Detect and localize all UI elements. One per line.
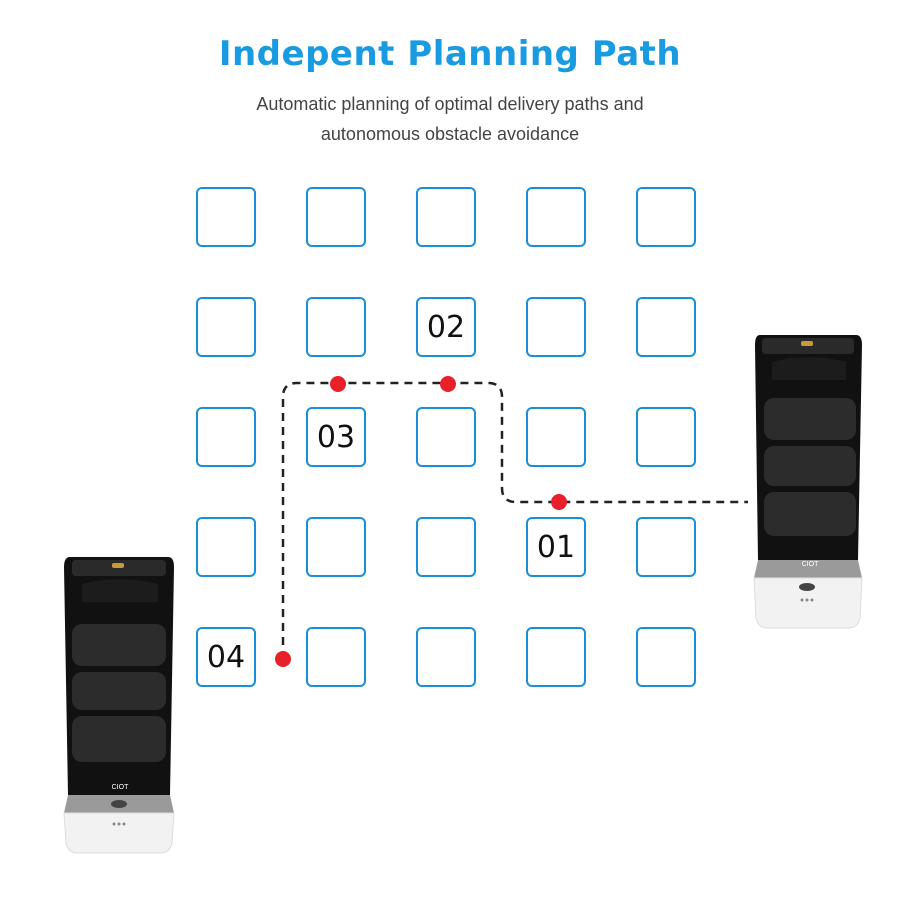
table-cell	[416, 627, 476, 687]
table-number-label: 02	[426, 309, 466, 345]
table-cell-labeled: 04	[196, 627, 256, 687]
table-cell	[636, 517, 696, 577]
robot-brand-label: CIOT	[112, 784, 129, 791]
table-number-label: 04	[206, 639, 246, 675]
table-cell	[636, 407, 696, 467]
delivery-robot-right: CIOT	[753, 335, 863, 629]
table-cell	[526, 627, 586, 687]
table-cell	[636, 627, 696, 687]
delivery-robot-left: CIOT	[63, 557, 175, 854]
waypoint-dot	[440, 376, 456, 392]
table-cell-labeled: 03	[306, 407, 366, 467]
table-cell	[636, 297, 696, 357]
delivery-path	[281, 381, 748, 659]
waypoint-dot	[551, 494, 567, 510]
page-subtitle-line-1: Automatic planning of optimal delivery p…	[256, 94, 644, 114]
page-subtitle-line-2: autonomous obstacle avoidance	[320, 124, 580, 144]
table-cell	[526, 187, 586, 247]
waypoint-dot	[330, 376, 346, 392]
table-cell	[196, 407, 256, 467]
table-cell	[636, 187, 696, 247]
table-cell	[416, 407, 476, 467]
table-cell	[526, 407, 586, 467]
page-title: Indepent Planning Path	[218, 34, 682, 74]
table-cell	[196, 297, 256, 357]
table-cell	[196, 187, 256, 247]
table-cell	[306, 627, 366, 687]
robot-brand-label: CIOT	[802, 561, 819, 568]
table-cell	[416, 187, 476, 247]
table-cell	[306, 517, 366, 577]
table-cell	[196, 517, 256, 577]
table-cell	[526, 297, 586, 357]
waypoint-dot	[275, 651, 291, 667]
table-cell	[306, 297, 366, 357]
table-cell-labeled: 01	[526, 517, 586, 577]
table-cell	[416, 517, 476, 577]
table-cell-labeled: 02	[416, 297, 476, 357]
table-cell	[306, 187, 366, 247]
table-number-label: 03	[316, 419, 356, 455]
table-number-label: 01	[536, 529, 576, 565]
